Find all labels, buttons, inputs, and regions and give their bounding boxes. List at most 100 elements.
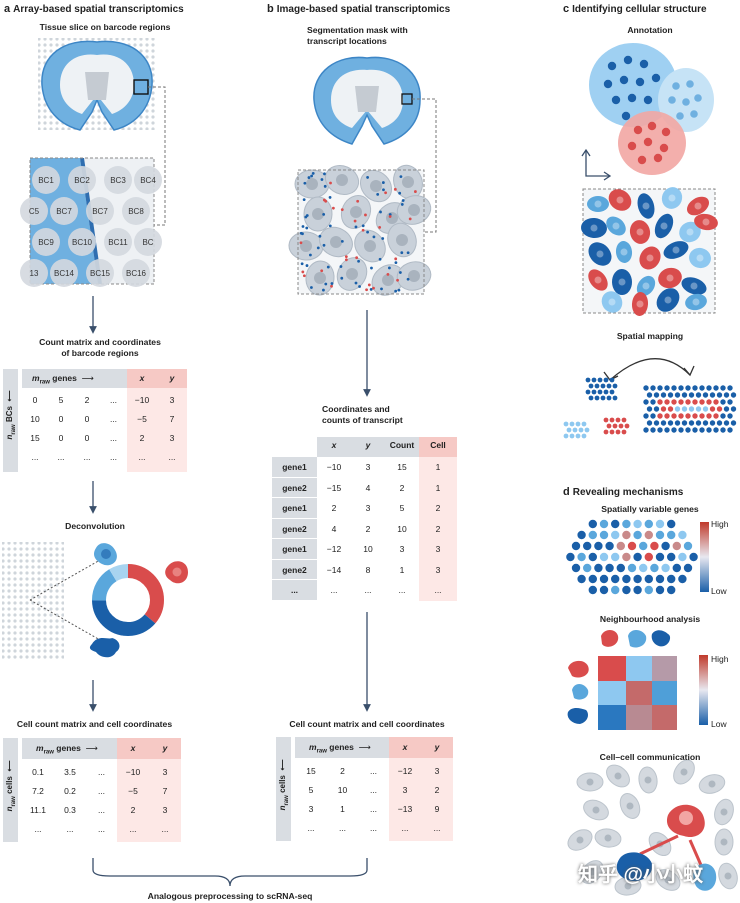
gene-spot — [655, 574, 665, 584]
table-cell: ... — [83, 452, 91, 462]
cell-cell-communication-illustration — [567, 759, 738, 896]
mapping-dot — [664, 399, 670, 405]
gene-spot — [622, 552, 631, 562]
table-cell: 9 — [434, 804, 440, 814]
transcript-dot — [379, 210, 382, 214]
transcript-dot — [320, 178, 324, 181]
mapping-dot — [730, 406, 737, 412]
mapping-dot — [692, 385, 698, 391]
transcript-dot — [322, 288, 325, 292]
transcript-dot — [316, 246, 320, 250]
xy-bg-a2 — [117, 759, 181, 842]
mapping-dot — [657, 413, 663, 419]
mapping-dot — [685, 427, 691, 433]
table-cell: ... — [364, 585, 372, 595]
gene-spot — [644, 585, 653, 595]
cell-dot — [686, 80, 694, 88]
transcript-dot — [388, 266, 391, 270]
table-cell: 3 — [435, 564, 441, 575]
table-cell: ... — [97, 805, 106, 815]
coord-header: x y Count Cell — [331, 440, 446, 450]
transcript-dot — [301, 270, 305, 274]
svg-high-label: High — [711, 519, 729, 529]
mapping-dot — [695, 392, 702, 398]
transcript-dot — [369, 287, 373, 291]
transcript-dot — [305, 264, 309, 267]
mapping-dot — [603, 417, 609, 423]
gene-spot — [577, 552, 586, 562]
table-cell: 3 — [169, 433, 175, 443]
gene-spot — [683, 541, 693, 551]
mapping-dot — [671, 427, 677, 433]
gene-spot — [571, 541, 581, 551]
transcript-dot — [366, 230, 369, 234]
table-cell: 3 — [162, 805, 168, 815]
gene-spot — [678, 530, 687, 540]
mapped-cell — [615, 241, 633, 263]
table-cell: 4 — [365, 482, 371, 493]
cell-col-bg — [419, 457, 457, 601]
barcode-label: BC16 — [126, 269, 147, 278]
panel-a-step1: Tissue slice on barcode regions — [39, 22, 171, 32]
mapping-dot — [575, 433, 581, 439]
barcode-label: BC4 — [140, 176, 156, 185]
mapping-dot — [650, 385, 656, 391]
table-cell: −14 — [326, 564, 342, 575]
deconvolution-illustration — [2, 542, 188, 660]
transcript-dot — [361, 228, 365, 232]
table-cell: 0 — [84, 433, 90, 443]
mapping-dot — [588, 395, 594, 401]
table-cell: −10 — [134, 395, 150, 405]
transcript-dot — [367, 283, 371, 287]
mapping-dot — [603, 389, 609, 395]
mapping-dot — [609, 429, 615, 435]
mapping-dot — [674, 392, 681, 398]
gene-spot — [627, 541, 637, 551]
mapping-dot — [612, 423, 618, 429]
barcode-spot — [104, 166, 132, 194]
mapped-cell — [629, 220, 651, 244]
table-cell: 1 — [435, 482, 441, 493]
mapping-dot — [603, 429, 609, 435]
transcript-dot — [378, 257, 382, 261]
mapping-dot — [688, 406, 695, 412]
cell-dot — [623, 55, 633, 65]
transcript-dot — [378, 226, 382, 229]
barcode-label: BC11 — [108, 238, 128, 247]
mapping-dot — [723, 392, 730, 398]
cell-dot — [668, 96, 676, 104]
mapping-dot — [609, 417, 615, 423]
table-cell: ... — [307, 823, 315, 833]
mapping-dot — [581, 433, 587, 439]
table-cell: gene1 — [272, 457, 317, 478]
transcript-dot — [386, 272, 390, 276]
transcript-dot — [354, 281, 358, 285]
transcript-dot — [394, 289, 398, 293]
transcript-dot — [322, 243, 326, 247]
gene-spot — [683, 563, 693, 573]
mapping-dot — [709, 392, 716, 398]
ccc-label: Cell–cell communication — [599, 752, 701, 762]
gene-spot — [644, 519, 653, 529]
table-cell: ... — [97, 786, 106, 796]
gene-spot — [611, 574, 620, 584]
barcode-label: BC14 — [54, 269, 75, 278]
gene-spot — [639, 563, 648, 573]
gene-spot — [611, 585, 620, 595]
mapping-dot — [720, 427, 726, 433]
table-cell: 3 — [399, 544, 405, 554]
transcript-dot — [301, 232, 304, 236]
gene-spot — [661, 541, 670, 551]
mapping-dot — [621, 429, 627, 435]
mapping-dot — [660, 406, 667, 412]
mapping-dot — [720, 413, 726, 419]
transcript-dot — [398, 191, 402, 195]
transcript-dot — [320, 269, 324, 273]
